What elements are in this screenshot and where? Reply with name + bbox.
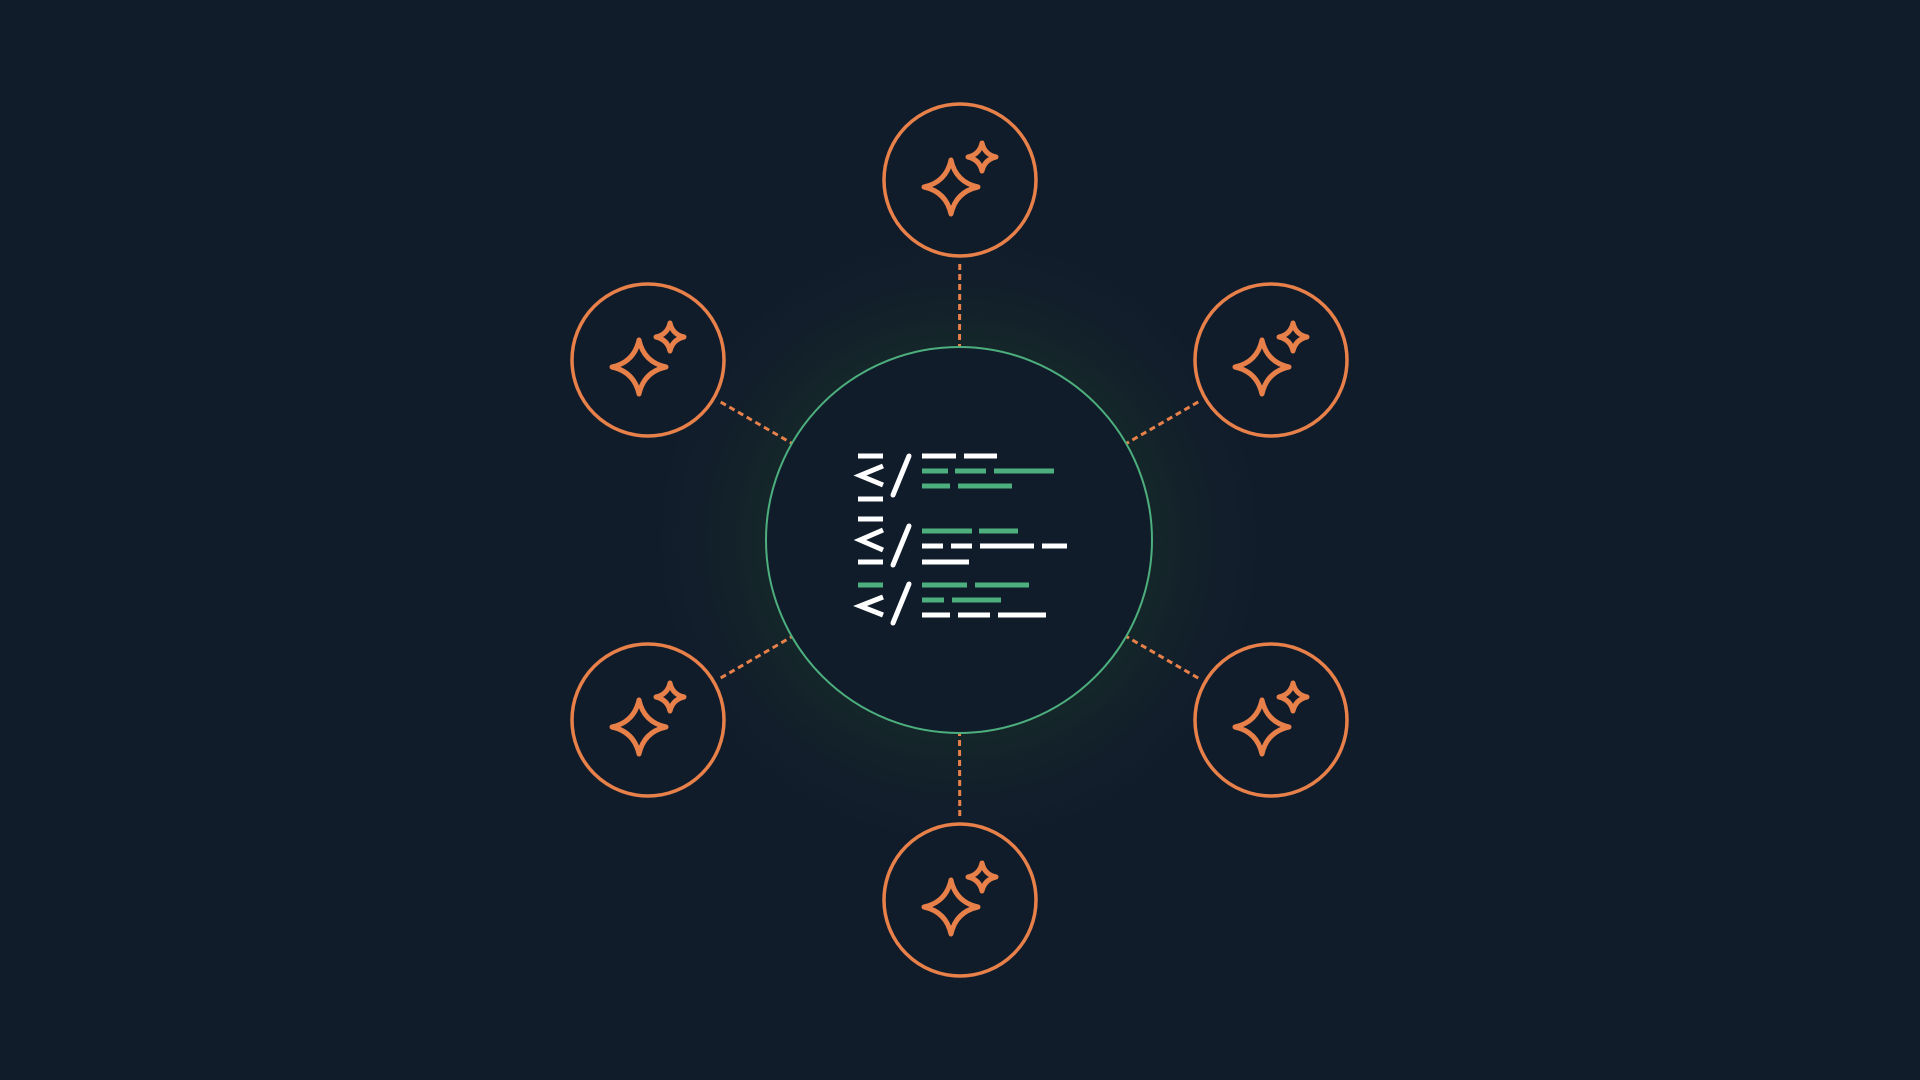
small-star: [1276, 680, 1310, 714]
sparkle-icon: [1232, 320, 1310, 397]
slash-icon: [890, 453, 912, 498]
large-star: [921, 157, 981, 217]
sparkle-icon: [921, 140, 999, 217]
large-star: [609, 697, 669, 757]
node-bottom-right: [1193, 642, 1349, 798]
slash-icon: [890, 523, 912, 568]
chevron-icon: [853, 527, 884, 553]
large-star: [921, 877, 981, 937]
small-star: [965, 860, 999, 894]
node-bottom-left: [570, 642, 726, 798]
chevron-icon: [853, 463, 884, 488]
large-star: [1232, 697, 1292, 757]
sparkle-icon: [1232, 680, 1310, 757]
node-top-right: [1193, 282, 1349, 438]
connector-top-right: [1119, 400, 1199, 449]
chevron-icon: [853, 594, 884, 618]
connector-bottom-left: [719, 631, 799, 680]
small-star: [965, 140, 999, 174]
small-star: [653, 680, 687, 714]
connector-bottom-right: [1119, 631, 1199, 680]
node-bottom: [882, 822, 1038, 978]
node-top-left: [570, 282, 726, 438]
nodes: [570, 102, 1349, 978]
sparkle-icon: [921, 860, 999, 937]
large-star: [609, 337, 669, 397]
small-star: [1276, 320, 1310, 354]
connector-top-left: [719, 400, 799, 449]
connectors: [719, 263, 1199, 817]
sparkle-icon: [609, 680, 687, 757]
code-icon: [853, 453, 1067, 626]
sparkle-icon: [609, 320, 687, 397]
small-star: [653, 320, 687, 354]
slash-icon: [890, 581, 912, 626]
node-top: [882, 102, 1038, 258]
large-star: [1232, 337, 1292, 397]
hub-circle: [765, 346, 1153, 734]
